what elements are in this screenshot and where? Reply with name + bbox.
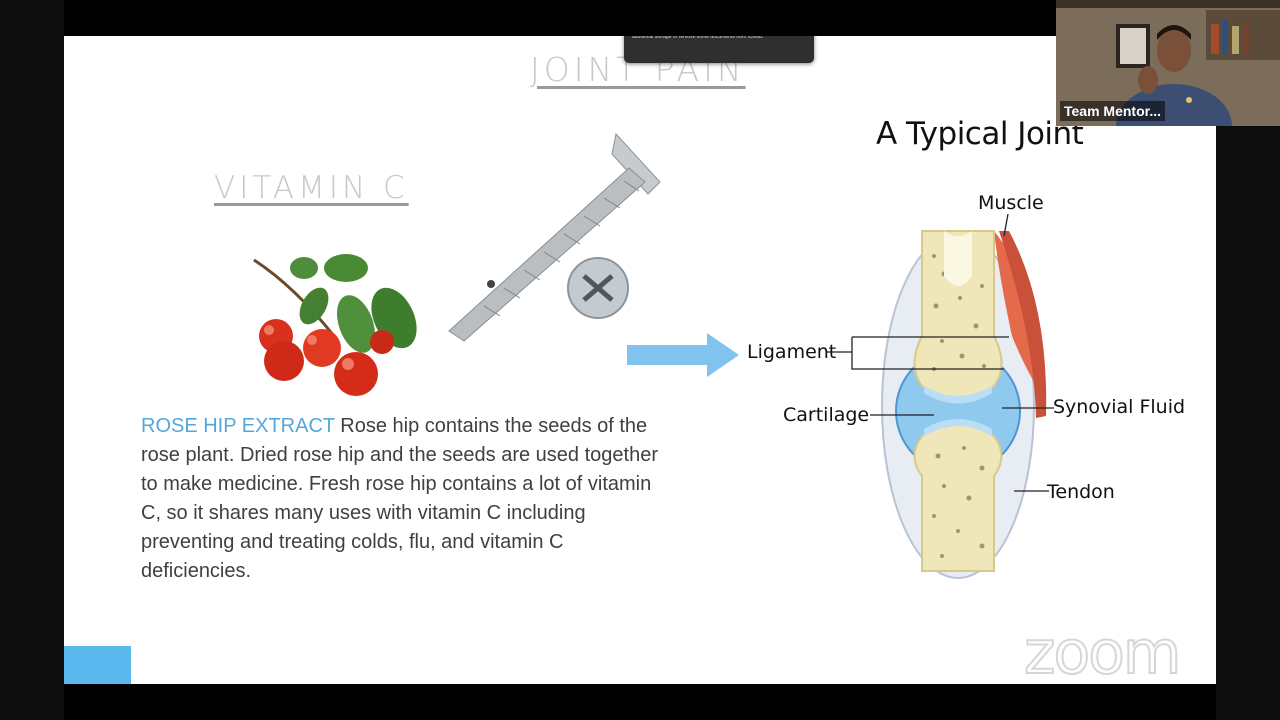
- rose-hip-description: ROSE HIP EXTRACT Rose hip contains the s…: [141, 412, 661, 586]
- icloud-notification[interactable]: There is not enough space to save this d…: [624, 36, 814, 63]
- shared-slide: JOINT PAIN VITAMIN C ROSE HIP EXTRACT Ro…: [64, 36, 1216, 684]
- vitamin-c-heading: VITAMIN C: [214, 170, 409, 206]
- right-letterbox: [1216, 126, 1280, 720]
- rose-hip-body-text: Rose hip contains the seeds of the rose …: [141, 415, 658, 582]
- label-tendon: Tendon: [1047, 481, 1115, 503]
- left-letterbox: [0, 0, 64, 720]
- label-synovial-fluid: Synovial Fluid: [1053, 396, 1186, 418]
- zoom-watermark: zoom: [1023, 617, 1182, 684]
- screw-image: [448, 132, 661, 342]
- label-cartilage: Cartilage: [783, 404, 870, 426]
- participant-video-tile[interactable]: Team Mentor...: [1056, 0, 1280, 126]
- joint-diagram: [826, 213, 1054, 579]
- diagram-title: A Typical Joint: [876, 116, 1084, 152]
- accent-block: [64, 646, 131, 684]
- arrow-right-icon: [627, 333, 739, 377]
- rose-hip-extract-label: ROSE HIP EXTRACT: [141, 415, 335, 437]
- rose-hip-image: [253, 254, 417, 396]
- label-muscle: Muscle: [978, 192, 1044, 214]
- slide-artwork: [253, 132, 1054, 579]
- participant-name: Team Mentor...: [1060, 101, 1165, 121]
- label-ligament: Ligament: [747, 341, 837, 363]
